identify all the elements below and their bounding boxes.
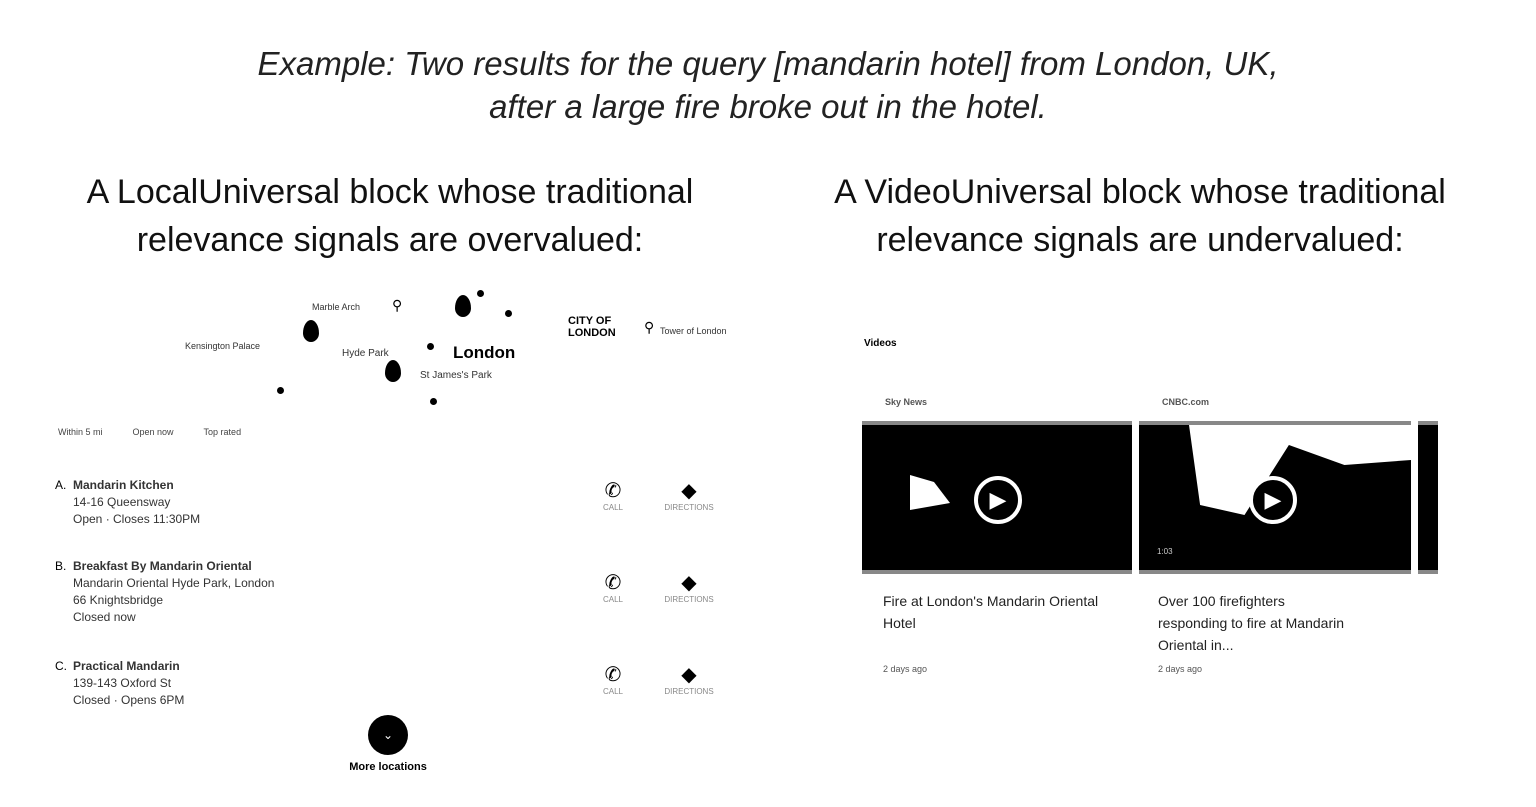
map-label: St James's Park xyxy=(420,370,492,381)
phone-icon: ✆ xyxy=(604,480,622,502)
phone-icon: ✆ xyxy=(604,572,622,594)
more-locations-label: More locations xyxy=(349,761,427,773)
map-label: Hyde Park xyxy=(342,348,389,359)
result-letter: A. xyxy=(55,478,67,492)
figure-caption: Example: Two results for the query [mand… xyxy=(0,42,1536,128)
video-duration: 1:03 xyxy=(1157,547,1173,556)
directions-label: DIRECTIONS xyxy=(664,503,714,512)
right-heading-line-2: relevance signals are undervalued: xyxy=(876,221,1404,259)
map-dot-icon xyxy=(277,387,284,394)
result-name[interactable]: Mandarin Kitchen xyxy=(73,478,174,492)
map-dot-icon xyxy=(505,310,512,317)
directions-label: DIRECTIONS xyxy=(664,687,714,696)
local-result[interactable]: C. Practical Mandarin 139-143 Oxford St … xyxy=(55,658,184,709)
call-button[interactable]: ✆CALL xyxy=(578,478,648,512)
result-hours: Closed · Opens 6PM xyxy=(73,693,185,707)
play-icon[interactable]: ▶ xyxy=(1249,476,1297,524)
result-letter: C. xyxy=(55,659,67,673)
result-address: 66 Knightsbridge xyxy=(73,593,164,607)
map-label: Tower of London xyxy=(660,326,727,336)
right-heading-line-1: A VideoUniversal block whose traditional xyxy=(834,173,1446,211)
caption-line-1: Example: Two results for the query [mand… xyxy=(257,45,1279,82)
directions-label: DIRECTIONS xyxy=(664,595,714,604)
video-title[interactable]: Fire at London's Mandarin Oriental Hotel xyxy=(883,593,1099,631)
result-hours: Open · Closes 11:30PM xyxy=(73,512,201,526)
caption-line-2: after a large fire broke out in the hote… xyxy=(489,88,1047,125)
video-thumbnail[interactable]: ▶ 1:03 xyxy=(1139,421,1411,574)
result-address: 139-143 Oxford St xyxy=(73,676,172,690)
result-name[interactable]: Practical Mandarin xyxy=(73,659,180,673)
result-address: 14-16 Queensway xyxy=(73,495,171,509)
video-source: Sky News xyxy=(885,397,928,407)
result-hours: Closed now xyxy=(73,610,136,624)
call-label: CALL xyxy=(602,687,623,696)
right-heading: A VideoUniversal block whose traditional… xyxy=(790,168,1490,264)
video-age: 2 days ago xyxy=(1158,664,1203,674)
filter-chip[interactable]: Within 5 mi xyxy=(58,427,103,437)
video-thumbnail-partial[interactable] xyxy=(1418,421,1438,574)
map-pin-icon[interactable] xyxy=(455,295,471,317)
filter-chip[interactable]: Top rated xyxy=(203,427,242,437)
left-heading: A LocalUniversal block whose traditional… xyxy=(40,168,740,264)
map-marker-icon: ⚲ xyxy=(392,297,403,313)
map-label: Marble Arch xyxy=(312,302,361,312)
map-label: LONDON xyxy=(568,327,616,339)
call-button[interactable]: ✆CALL xyxy=(578,662,648,696)
thumbnail-detail xyxy=(1189,425,1411,515)
map-label: CITY OF xyxy=(568,315,612,327)
map-pin-icon[interactable] xyxy=(303,320,319,342)
left-heading-line-1: A LocalUniversal block whose traditional xyxy=(86,173,694,211)
more-locations-button[interactable]: ⌄ More locations xyxy=(328,715,448,773)
map-pin-icon[interactable] xyxy=(385,360,401,382)
local-result[interactable]: A. Mandarin Kitchen 14-16 Queensway Open… xyxy=(55,477,200,528)
call-label: CALL xyxy=(602,595,623,604)
map-label: Kensington Palace xyxy=(185,341,261,351)
left-heading-line-2: relevance signals are overvalued: xyxy=(136,221,644,259)
video-age: 2 days ago xyxy=(883,664,928,674)
directions-icon: ◆ xyxy=(681,572,697,594)
map-dot-icon xyxy=(430,398,437,405)
filter-chip[interactable]: Open now xyxy=(132,427,174,437)
play-icon[interactable]: ▶ xyxy=(974,476,1022,524)
filter-bar: Within 5 mi Open now Top rated xyxy=(58,427,241,437)
local-map[interactable]: Marble Arch ⚲ Kensington Palace Hyde Par… xyxy=(40,285,760,415)
directions-button[interactable]: ◆DIRECTIONS xyxy=(654,662,724,696)
directions-icon: ◆ xyxy=(681,664,697,686)
thumbnail-detail xyxy=(910,475,950,510)
directions-icon: ◆ xyxy=(681,480,697,502)
result-letter: B. xyxy=(55,559,67,573)
video-title[interactable]: Over 100 firefighters responding to fire… xyxy=(1158,593,1344,653)
phone-icon: ✆ xyxy=(604,664,622,686)
result-address: Mandarin Oriental Hyde Park, London xyxy=(73,576,275,590)
chevron-down-icon: ⌄ xyxy=(368,715,408,755)
map-dot-icon xyxy=(477,290,484,297)
map-marker-icon: ⚲ xyxy=(644,319,655,335)
map-dot-icon xyxy=(427,343,434,350)
video-source: CNBC.com xyxy=(1162,397,1210,407)
result-name[interactable]: Breakfast By Mandarin Oriental xyxy=(73,559,252,573)
video-thumbnail[interactable]: ▶ xyxy=(862,421,1132,574)
call-label: CALL xyxy=(602,503,623,512)
directions-button[interactable]: ◆DIRECTIONS xyxy=(654,478,724,512)
videos-section-label: Videos xyxy=(864,338,897,349)
local-result[interactable]: B. Breakfast By Mandarin Oriental Mandar… xyxy=(55,558,274,626)
call-button[interactable]: ✆CALL xyxy=(578,570,648,604)
map-label-london: London xyxy=(453,343,516,362)
directions-button[interactable]: ◆DIRECTIONS xyxy=(654,570,724,604)
